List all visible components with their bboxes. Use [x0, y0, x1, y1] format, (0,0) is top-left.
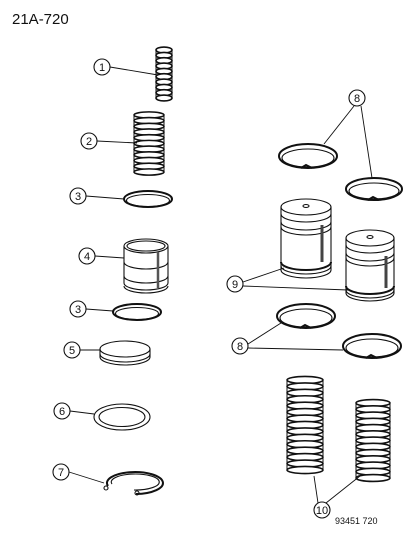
svg-text:8: 8 [237, 341, 243, 353]
spring-coil [133, 168, 165, 176]
svg-text:2: 2 [86, 136, 92, 148]
spring-outline [355, 403, 391, 478]
spring-outline [133, 115, 165, 172]
part-10-spring-right [355, 398, 391, 483]
svg-text:3: 3 [75, 304, 81, 316]
part-7-snap-ring [103, 471, 164, 496]
callout-1: 1 [93, 58, 111, 76]
callout-10: 10 [313, 501, 331, 519]
svg-text:4: 4 [84, 251, 90, 263]
callout-4: 4 [78, 247, 96, 265]
svg-text:6: 6 [59, 406, 65, 418]
leader-lines [68, 66, 373, 504]
callout-3-lower: 3 [69, 300, 87, 318]
diagram-reference-number: 21A-720 [12, 11, 69, 28]
part-9-piston-right [345, 229, 395, 302]
part-10-spring-left [286, 375, 324, 475]
callout-2: 2 [80, 132, 98, 150]
part-8-seal-ring-1 [278, 143, 338, 169]
spring-outline [155, 50, 173, 98]
part-3-seal-ring-upper [123, 190, 173, 208]
svg-text:10: 10 [316, 505, 328, 517]
spring-coil [355, 473, 391, 483]
svg-text:3: 3 [75, 191, 81, 203]
callout-6: 6 [53, 402, 71, 420]
part-2-spring [133, 111, 165, 176]
part-6-washer [93, 403, 151, 431]
part-8-seal-ring-3 [276, 303, 336, 329]
svg-text:1: 1 [99, 62, 105, 74]
svg-text:7: 7 [58, 467, 64, 479]
spring-coil [286, 465, 324, 475]
figure-code: 93451 720 [335, 516, 378, 526]
callout-3-upper: 3 [69, 187, 87, 205]
part-5-cap [99, 340, 151, 366]
callout-9: 9 [226, 275, 244, 293]
part-1-small-spring [155, 46, 173, 102]
callout-8-upper: 8 [348, 89, 366, 107]
part-8-seal-ring-2 [345, 177, 403, 201]
svg-text:5: 5 [69, 345, 75, 357]
part-3-seal-ring-lower [112, 303, 162, 321]
svg-text:8: 8 [354, 93, 360, 105]
spring-coil [155, 94, 173, 102]
part-8-seal-ring-4 [342, 333, 402, 359]
part-9-piston-left [280, 198, 332, 279]
callout-7: 7 [52, 463, 70, 481]
callout-5: 5 [63, 341, 81, 359]
svg-text:9: 9 [232, 279, 238, 291]
spring-outline [286, 380, 324, 470]
callout-8-lower: 8 [231, 337, 249, 355]
part-4-sleeve [123, 238, 169, 294]
